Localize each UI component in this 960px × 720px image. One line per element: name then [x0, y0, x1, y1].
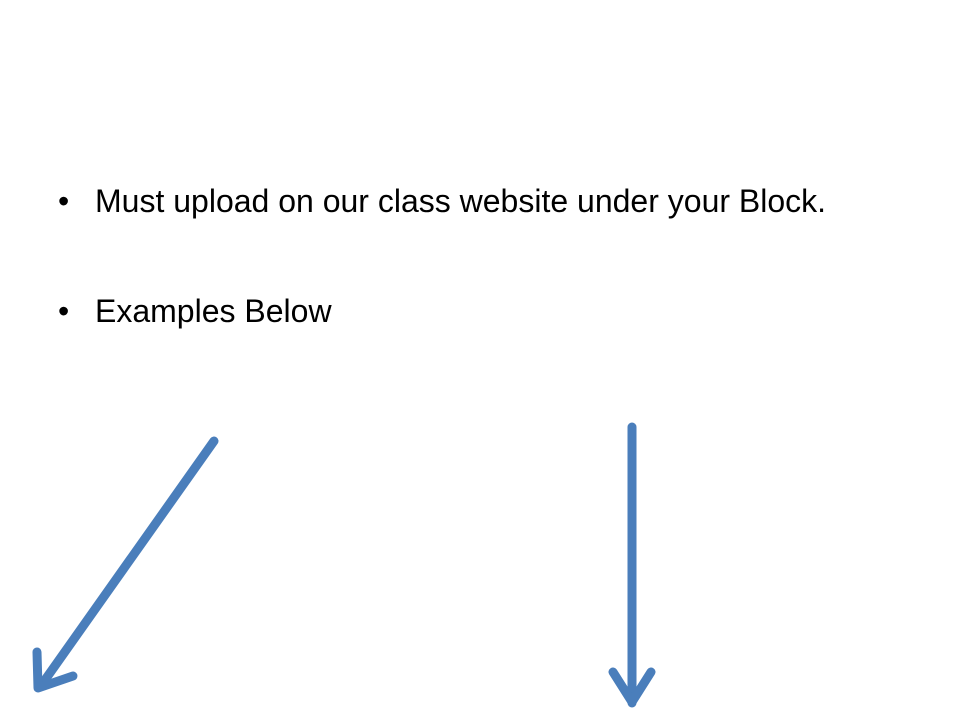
bullet-item-upload: • Must upload on our class website under…	[58, 176, 918, 226]
bullet-text-upload: Must upload on our class website under y…	[95, 183, 827, 219]
bullet-item-examples: • Examples Below	[58, 286, 918, 336]
vertical-arrow-icon	[608, 422, 656, 708]
bullet-text-examples: Examples Below	[95, 293, 332, 329]
bullet-marker: •	[58, 293, 70, 329]
bullet-list: • Must upload on our class website under…	[58, 176, 918, 396]
bullet-marker: •	[58, 183, 70, 219]
diagonal-arrow-icon	[32, 436, 219, 693]
